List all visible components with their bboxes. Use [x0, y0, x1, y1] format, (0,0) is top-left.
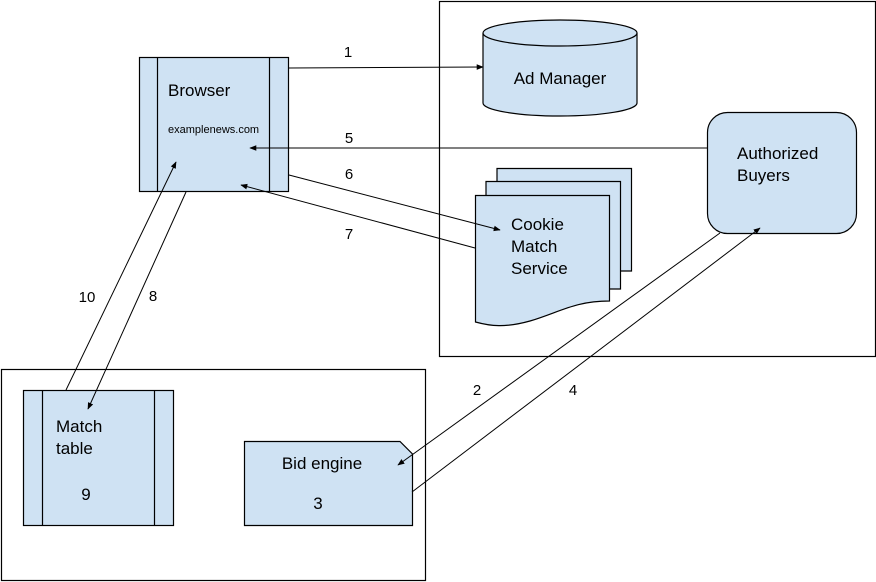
edge-4: 4 [411, 227, 761, 493]
browser-subtitle: examplenews.com [168, 124, 259, 136]
edge-1-label: 1 [344, 44, 352, 61]
match-table-line2: table [56, 439, 93, 458]
cookie-match-line1: Cookie [511, 215, 564, 234]
match-table-node[interactable]: Match table 9 [22, 389, 175, 527]
edge-6-label: 6 [345, 166, 353, 183]
edge-5: 5 [249, 130, 707, 151]
browser-title: Browser [168, 81, 231, 100]
edge-10: 10 [65, 161, 177, 391]
edge-7-label: 7 [345, 226, 353, 243]
bid-engine-step: 3 [313, 494, 322, 513]
browser-node[interactable]: Browser examplenews.com [138, 56, 290, 193]
edge-5-label: 5 [345, 130, 353, 147]
edge-10-label: 10 [79, 289, 96, 306]
cookie-match-line2: Match [511, 237, 557, 256]
bidder-container [0, 368, 427, 582]
authorized-buyers-line2: Buyers [737, 166, 790, 185]
edge-4-label: 4 [569, 382, 577, 399]
edge-2-label: 2 [473, 382, 481, 399]
edge-2: 2 [397, 232, 721, 466]
ad-manager-node[interactable]: Ad Manager [482, 19, 638, 117]
edge-8: 8 [87, 191, 187, 410]
match-table-line1: Match [56, 417, 102, 436]
bid-engine-title: Bid engine [282, 454, 362, 473]
edge-6: 6 [288, 166, 501, 232]
cookie-match-line3: Service [511, 259, 568, 278]
ad-manager-title: Ad Manager [514, 69, 607, 88]
authorized-buyers-node[interactable]: Authorized Buyers [706, 111, 858, 235]
edge-8-label: 8 [149, 288, 157, 305]
edge-7: 7 [240, 183, 476, 249]
edge-1: 1 [288, 44, 484, 70]
bid-engine-node[interactable]: Bid engine 3 [243, 440, 414, 527]
match-table-step: 9 [81, 485, 90, 504]
authorized-buyers-line1: Authorized [737, 144, 818, 163]
cookie-match-node[interactable]: Cookie Match Service [474, 167, 633, 327]
